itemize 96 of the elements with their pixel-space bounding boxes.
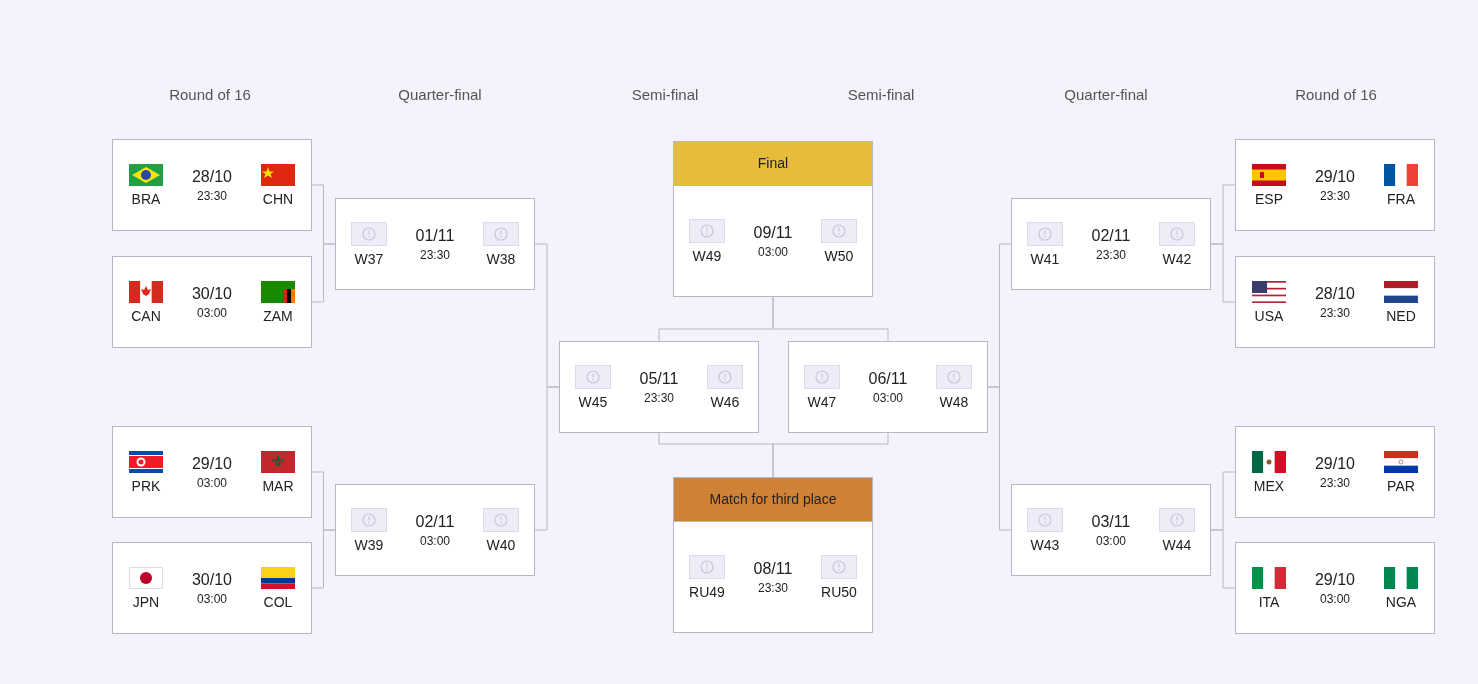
bracket-line: [1210, 529, 1236, 589]
match-time: 03:00: [196, 592, 227, 605]
match-card: [335, 198, 535, 290]
match-time: 03:00: [1319, 592, 1350, 605]
round-heading: Round of 16: [1294, 85, 1378, 105]
match-time: 03:00: [196, 306, 227, 319]
match-card: [112, 426, 312, 518]
card-header: Final: [674, 142, 872, 186]
match-date: 29/10: [191, 455, 232, 472]
match-date: 29/10: [1314, 168, 1355, 185]
match-time: 23:30: [1319, 189, 1350, 202]
match-time: 03:00: [419, 534, 450, 547]
team-code: W39: [354, 538, 384, 552]
round-heading: Semi-final: [630, 85, 700, 105]
team-code: W40: [486, 538, 516, 552]
match-card: [673, 477, 873, 633]
match-card: [1235, 426, 1435, 518]
team-code: W49: [692, 249, 722, 263]
team-code: W38: [486, 252, 516, 266]
team-code: PRK: [131, 479, 161, 493]
round-heading: Round of 16: [168, 85, 252, 105]
bracket-line: [772, 432, 889, 478]
team-code: W46: [710, 395, 740, 409]
team-code: NED: [1386, 309, 1416, 323]
team-code: CAN: [131, 309, 161, 323]
team-code: W47: [807, 395, 837, 409]
team-code: W43: [1030, 538, 1060, 552]
bracket-line: [1210, 243, 1236, 303]
match-time: 03:00: [872, 391, 903, 404]
team-code: JPN: [132, 595, 160, 609]
match-card: [112, 256, 312, 348]
match-card: [788, 341, 988, 433]
team-code: W48: [939, 395, 969, 409]
card-header: Match for third place: [674, 478, 872, 522]
match-card: [559, 341, 759, 433]
team-code: USA: [1254, 309, 1284, 323]
team-code: W37: [354, 252, 384, 266]
match-time: 23:30: [419, 248, 450, 261]
match-time: 23:30: [1095, 248, 1126, 261]
team-code: W42: [1162, 252, 1192, 266]
match-date: 02/11: [1091, 227, 1131, 244]
match-time: 23:30: [1319, 306, 1350, 319]
match-card: [1011, 198, 1211, 290]
team-code: NGA: [1385, 595, 1417, 609]
match-card: [1235, 256, 1435, 348]
team-code: BRA: [131, 192, 161, 206]
team-code: ZAM: [263, 309, 293, 323]
match-date: 08/11: [753, 560, 793, 577]
bracket-line: [534, 386, 560, 531]
match-date: 29/10: [1314, 455, 1355, 472]
team-code: FRA: [1387, 192, 1415, 206]
match-date: 28/10: [191, 168, 232, 185]
team-code: ITA: [1258, 595, 1280, 609]
match-date: 05/11: [639, 370, 679, 387]
team-code: RU49: [689, 585, 725, 599]
team-code: MAR: [262, 479, 294, 493]
match-date: 30/10: [191, 571, 232, 588]
team-code: COL: [263, 595, 293, 609]
match-time: 03:00: [196, 476, 227, 489]
match-time: 03:00: [1095, 534, 1126, 547]
team-code: RU50: [821, 585, 857, 599]
team-code: CHN: [262, 192, 294, 206]
match-card: [1011, 484, 1211, 576]
match-date: 01/11: [415, 227, 455, 244]
match-time: 23:30: [757, 581, 788, 594]
team-code: PAR: [1387, 479, 1415, 493]
match-time: 03:00: [757, 245, 788, 258]
bracket-line: [311, 243, 336, 303]
bracket-line: [772, 296, 889, 342]
match-date: 06/11: [868, 370, 908, 387]
match-time: 23:30: [643, 391, 674, 404]
match-date: 30/10: [191, 285, 232, 302]
match-date: 09/11: [753, 224, 793, 241]
match-card: [1235, 542, 1435, 634]
team-code: W44: [1162, 538, 1192, 552]
team-code: W41: [1030, 252, 1060, 266]
team-code: ESP: [1255, 192, 1283, 206]
bracket-line: [987, 386, 1012, 531]
match-date: 03/11: [1091, 513, 1131, 530]
team-code: W45: [578, 395, 608, 409]
match-date: 29/10: [1314, 571, 1355, 588]
match-card: [673, 141, 873, 297]
round-heading: Quarter-final: [1063, 85, 1149, 105]
bracket-line: [311, 529, 336, 589]
match-card: [1235, 139, 1435, 231]
match-date: 28/10: [1314, 285, 1355, 302]
team-code: W50: [824, 249, 854, 263]
match-card: [112, 139, 312, 231]
match-card: [112, 542, 312, 634]
match-date: 02/11: [415, 513, 455, 530]
match-time: 23:30: [1319, 476, 1350, 489]
match-card: [335, 484, 535, 576]
team-code: MEX: [1253, 479, 1285, 493]
match-time: 23:30: [196, 189, 227, 202]
round-heading: Quarter-final: [397, 85, 483, 105]
round-heading: Semi-final: [846, 85, 916, 105]
